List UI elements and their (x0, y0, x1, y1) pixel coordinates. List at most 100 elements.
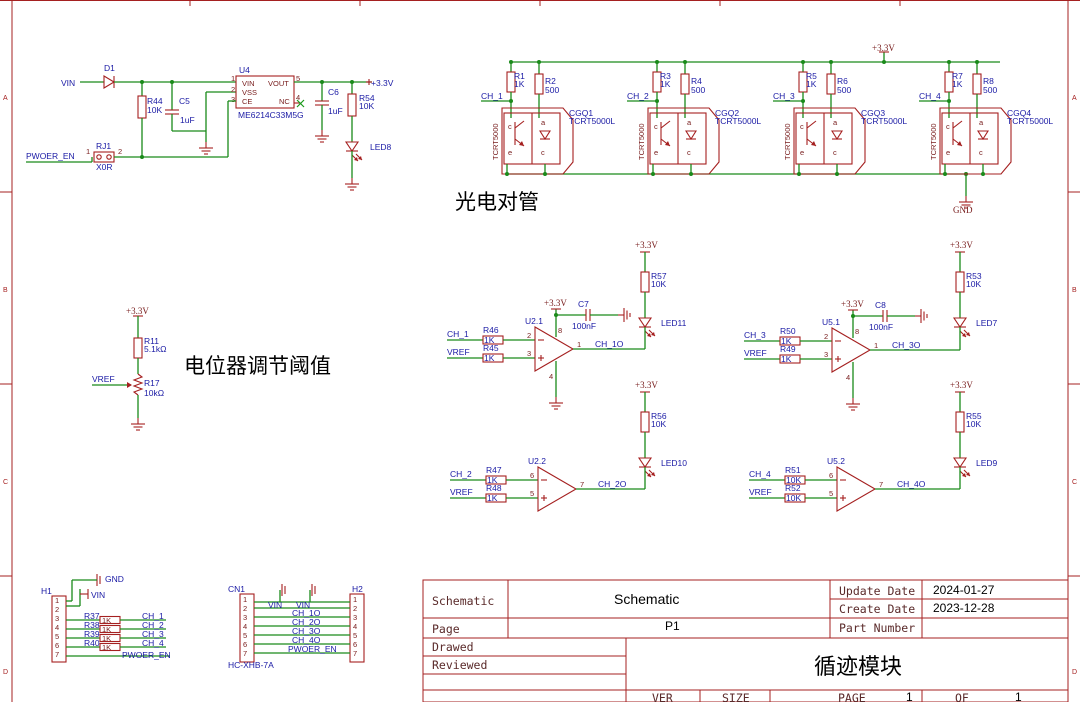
sensor-ch-label-4: CH_4 (919, 91, 941, 101)
net-vin: VIN (61, 78, 75, 88)
h1-pin-2: 2 (55, 605, 59, 614)
sensor-vertical-part-3: TCRT5000 (783, 123, 792, 160)
h1-net-4: CH_4 (142, 638, 164, 648)
u4-ref: U4 (239, 65, 250, 75)
r11-ref: R11 (144, 336, 159, 346)
sensor-rb-value-2: 500 (691, 85, 705, 95)
title-block: Schematic Schematic Page P1 Drawed Revie… (422, 579, 1069, 702)
h2-pin-2: 2 (353, 604, 357, 613)
u52-pin-neg: 6 (829, 471, 833, 480)
sensor-pin-c-1: c (508, 122, 512, 131)
h1-net-1: CH_1 (142, 611, 164, 621)
tb-part-label: Part Number (839, 621, 915, 635)
sensor-part-2: TCRT5000L (715, 116, 761, 126)
tb-create-label: Create Date (839, 602, 915, 616)
rj1-value: X0R (96, 162, 113, 172)
u21-in2-label: VREF (447, 347, 470, 357)
diode-d1 (103, 75, 116, 89)
sensor-pin-c2-3: c (833, 148, 837, 157)
r17-ref: R17 (144, 378, 160, 388)
cn1-vin-a: VIN (268, 600, 282, 610)
u51-r2-value: 1K (781, 354, 792, 364)
tb-of-label: OF (955, 691, 969, 702)
u22-r-led-ref: R56 (651, 411, 667, 421)
c6-value: 1uF (328, 106, 343, 116)
u4-pin-num-3: 3 (231, 95, 235, 104)
zone-label-a-right: A (1072, 95, 1077, 102)
cn1-ref: CN1 (228, 584, 245, 594)
sensor-ra-ref-2: R3 (660, 71, 671, 81)
h1-res-value-1: 1K (102, 616, 111, 625)
c5-ref: C5 (179, 96, 190, 106)
resistor-sensor-b-1 (534, 73, 544, 95)
h1-ref: H1 (41, 586, 52, 596)
u51-pin-vcc: 8 (855, 327, 859, 336)
cn1-pin-7: 7 (243, 649, 247, 658)
tb-page-no: 1 (906, 690, 913, 702)
cn1-net-2: CH_2O (292, 617, 321, 627)
u22-led-vcc: +3.3V (635, 380, 658, 390)
sensor-pin-c2-4: c (979, 148, 983, 157)
cn1-part: HC-XHB-7A (228, 660, 274, 670)
sensor-pin-e-4: e (946, 148, 950, 157)
tb-create-value: 2023-12-28 (933, 601, 995, 615)
u51-vcc: +3.3V (841, 299, 864, 309)
h1-pin-1: 1 (55, 596, 59, 605)
sensor-pin-c-3: c (800, 122, 804, 131)
u51-in2-label: VREF (744, 348, 767, 358)
sensor-ra-value-3: 1K (806, 79, 817, 89)
u51-r-led-ref: R53 (966, 271, 982, 281)
u21-out-label: CH_1O (595, 339, 624, 349)
sensor-gnd-label: GND (953, 205, 973, 215)
u21-r1-ref: R46 (483, 325, 499, 335)
heading-photo-sensor: 光电对管 (455, 190, 539, 214)
u4-pin-vss: VSS (242, 88, 257, 97)
zone-label-c: C (3, 479, 8, 486)
r44-ref: R44 (147, 96, 163, 106)
h1-en-net: PWOER_EN (122, 650, 171, 660)
tb-size-label: SIZE (722, 691, 750, 702)
sensor-name-3: CGQ3 (861, 108, 885, 118)
u51-pin-pos: 3 (824, 350, 828, 359)
zone-label-b-right: B (1072, 287, 1077, 294)
sensor-name-1: CGQ1 (569, 108, 593, 118)
tb-page-value: P1 (665, 619, 680, 633)
resistor-r44 (137, 95, 147, 119)
h1-net-2: CH_2 (142, 620, 164, 630)
sensor-pin-e-3: e (800, 148, 804, 157)
sensor-outline-3 (793, 107, 866, 175)
tb-schematic-label: Schematic (432, 594, 494, 608)
u21-c-ref: C7 (578, 299, 589, 309)
r11-value: 5.1kΩ (144, 344, 166, 354)
h1-pin-3: 3 (55, 614, 59, 623)
sensor-pin-a-4: a (979, 118, 984, 127)
u21-r-led (640, 271, 650, 293)
u21-vcc: +3.3V (544, 298, 567, 308)
zone-label-c-right: C (1072, 479, 1077, 486)
u22-r-led-value: 10K (651, 419, 666, 429)
u51-r1-value: 1K (781, 336, 792, 346)
sensor-outline-2 (647, 107, 720, 175)
u21-ref: U2.1 (525, 316, 543, 326)
u51-led-vcc: +3.3V (950, 240, 973, 250)
u52-out-label: CH_4O (897, 479, 926, 489)
h1-res-value-4: 1K (102, 643, 111, 652)
h2-pin-6: 6 (353, 640, 357, 649)
sensor-ra-value-2: 1K (660, 79, 671, 89)
u51-out-label: CH_3O (892, 340, 921, 350)
u4-pin-num-1: 1 (231, 74, 235, 83)
h1-res-ref-4: R40 (84, 638, 100, 648)
tb-ver-label: VER (652, 691, 673, 702)
sensor-outline-1 (501, 107, 574, 175)
cn1-net-4: CH_4O (292, 635, 321, 645)
u21-r-led-ref: R57 (651, 271, 667, 281)
tb-update-label: Update Date (839, 584, 915, 598)
sensor-outline-4 (939, 107, 1012, 175)
sensor-pin-c-2: c (654, 122, 658, 131)
u22-r1-ref: R47 (486, 465, 502, 475)
u4-pin-num-2: 2 (231, 85, 235, 94)
